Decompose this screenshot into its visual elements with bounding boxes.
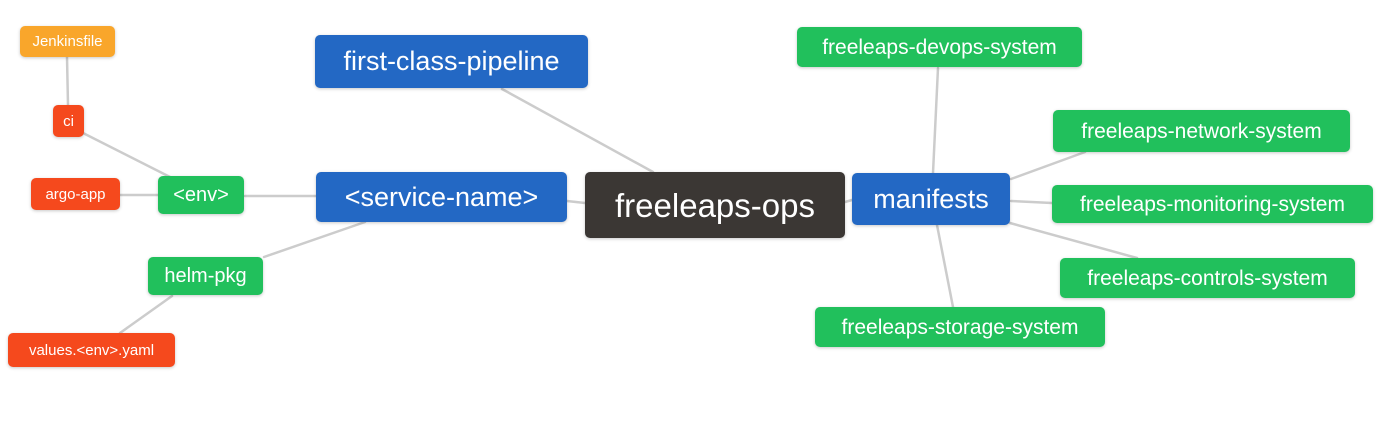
node-storage-system[interactable]: freeleaps-storage-system <box>815 307 1105 347</box>
edge-first-class-pipeline-to-freeleaps-ops <box>500 87 655 174</box>
node-freeleaps-ops[interactable]: freeleaps-ops <box>585 172 845 238</box>
edge-freeleaps-ops-to-manifests <box>843 198 854 204</box>
node-controls-system[interactable]: freeleaps-controls-system <box>1060 258 1355 298</box>
edge-manifests-to-storage-system <box>935 223 955 309</box>
edge-manifests-to-monitoring-system <box>1009 199 1054 205</box>
node-service-name[interactable]: <service-name> <box>316 172 567 222</box>
node-manifests[interactable]: manifests <box>852 173 1010 225</box>
node-argo-app[interactable]: argo-app <box>31 178 120 210</box>
edge-manifests-to-devops-system <box>931 66 940 175</box>
edge-ci-to-env <box>81 131 172 179</box>
node-values-env-yaml[interactable]: values.<env>.yaml <box>8 333 175 367</box>
node-monitoring-system[interactable]: freeleaps-monitoring-system <box>1052 185 1373 223</box>
edge-jenkinsfile-to-ci <box>65 55 70 107</box>
node-devops-system[interactable]: freeleaps-devops-system <box>797 27 1082 67</box>
node-helm-pkg[interactable]: helm-pkg <box>148 257 263 295</box>
node-ci[interactable]: ci <box>53 105 84 137</box>
node-jenkinsfile[interactable]: Jenkinsfile <box>20 26 115 57</box>
node-network-system[interactable]: freeleaps-network-system <box>1053 110 1350 152</box>
edge-helm-pkg-to-service-name <box>262 220 367 259</box>
node-first-class-pipeline[interactable]: first-class-pipeline <box>315 35 588 88</box>
edge-service-name-to-freeleaps-ops <box>565 199 587 205</box>
edge-helm-pkg-to-values-env-yaml <box>118 294 174 335</box>
edge-manifests-to-controls-system <box>1008 221 1139 260</box>
edge-manifests-to-network-system <box>1009 150 1087 181</box>
node-env[interactable]: <env> <box>158 176 244 214</box>
